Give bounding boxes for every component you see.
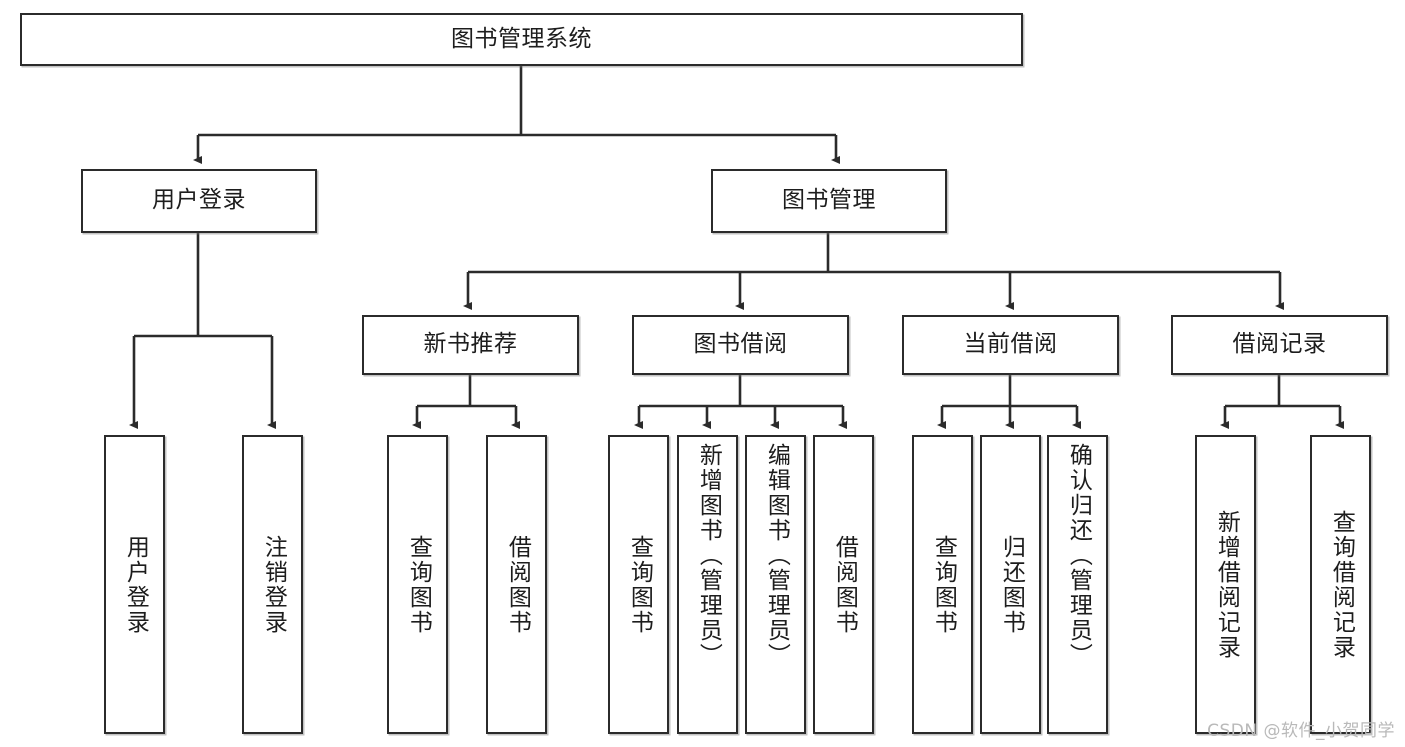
node-label: 注销登录 [260, 534, 287, 635]
node-label: 查询图书 [930, 534, 957, 635]
node-label: 查询图书 [405, 534, 432, 635]
node-current-borrow[interactable]: 当前借阅 [902, 315, 1119, 375]
node-label: 编辑图书（管理员） [763, 443, 790, 668]
leaf-query-book-1[interactable]: 查询图书 [387, 435, 448, 734]
node-label: 用户登录 [122, 534, 149, 635]
node-label: 用户登录 [152, 187, 246, 214]
watermark-text: CSDN @软件_小贺同学 [1207, 721, 1395, 741]
node-label: 新增借阅记录 [1213, 509, 1240, 660]
node-label: 新增图书（管理员） [695, 443, 722, 668]
node-book-management[interactable]: 图书管理 [711, 169, 947, 233]
leaf-return-book[interactable]: 归还图书 [980, 435, 1041, 734]
node-label: 借阅图书 [831, 534, 858, 635]
leaf-borrow-book-1[interactable]: 借阅图书 [486, 435, 547, 734]
leaf-query-book-2[interactable]: 查询图书 [608, 435, 669, 734]
node-label: 查询借阅记录 [1328, 509, 1355, 660]
node-root-system[interactable]: 图书管理系统 [20, 13, 1023, 66]
node-label: 借阅图书 [504, 534, 531, 635]
node-borrow-record[interactable]: 借阅记录 [1171, 315, 1388, 375]
node-label: 归还图书 [998, 534, 1025, 635]
leaf-query-record[interactable]: 查询借阅记录 [1310, 435, 1371, 734]
node-new-book-recommend[interactable]: 新书推荐 [362, 315, 579, 375]
node-label: 新书推荐 [423, 331, 518, 358]
leaf-add-record[interactable]: 新增借阅记录 [1195, 435, 1256, 734]
node-user-login[interactable]: 用户登录 [81, 169, 317, 233]
node-label: 查询图书 [626, 534, 653, 635]
node-label: 图书管理系统 [451, 25, 592, 52]
node-label: 图书管理 [782, 187, 876, 214]
leaf-add-book[interactable]: 新增图书（管理员） [677, 435, 738, 734]
leaf-user-login[interactable]: 用户登录 [104, 435, 165, 734]
node-label: 当前借阅 [963, 331, 1058, 358]
node-book-borrow[interactable]: 图书借阅 [632, 315, 849, 375]
leaf-confirm-return[interactable]: 确认归还（管理员） [1047, 435, 1108, 734]
node-label: 确认归还（管理员） [1065, 443, 1092, 668]
leaf-logout-login[interactable]: 注销登录 [242, 435, 303, 734]
leaf-edit-book[interactable]: 编辑图书（管理员） [745, 435, 806, 734]
node-label: 图书借阅 [693, 331, 788, 358]
node-label: 借阅记录 [1232, 331, 1327, 358]
leaf-borrow-book-2[interactable]: 借阅图书 [813, 435, 874, 734]
leaf-query-book-3[interactable]: 查询图书 [912, 435, 973, 734]
